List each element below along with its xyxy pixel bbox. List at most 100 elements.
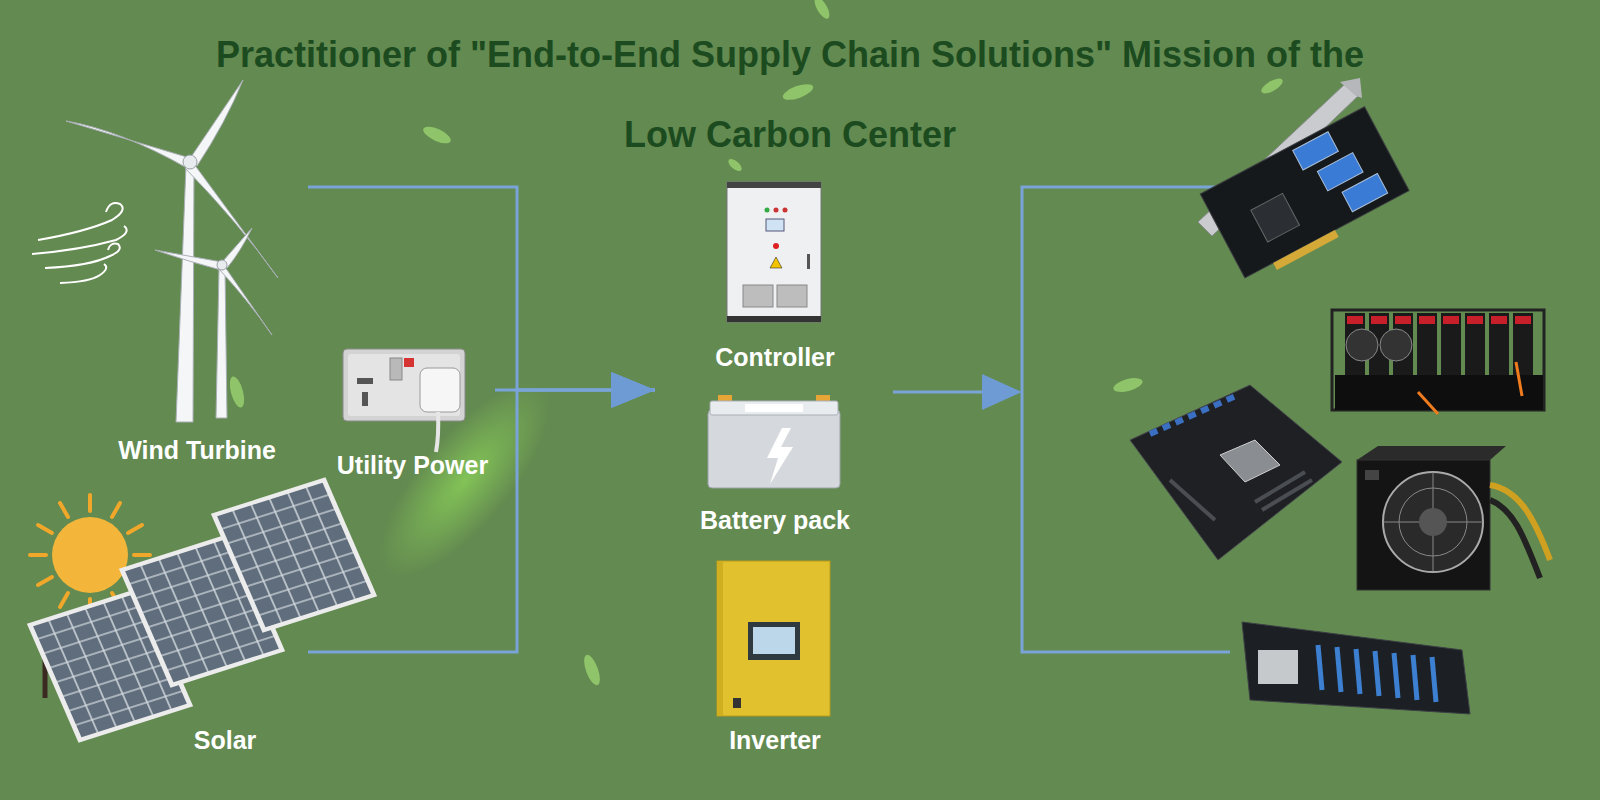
turbine-hub — [183, 155, 197, 169]
sun-ray — [60, 593, 68, 607]
component-node: Battery pack — [655, 385, 895, 535]
psu-cable — [1490, 485, 1550, 560]
turbine-blade — [218, 267, 272, 335]
turbine-hub — [217, 260, 227, 270]
sun-ray — [112, 503, 120, 517]
sun-ray — [88, 495, 92, 511]
pointer-arrow — [1418, 392, 1438, 414]
indicator-light — [765, 208, 770, 213]
psu-fan — [1383, 472, 1483, 572]
card-bracket-tab — [1340, 78, 1362, 98]
flow-line — [893, 391, 986, 394]
psu-top — [1357, 446, 1506, 460]
card-heatsink — [1251, 193, 1300, 242]
board-slot — [1375, 651, 1379, 696]
gpu-stripe — [1515, 316, 1531, 324]
cabinet-top — [727, 182, 821, 188]
wind-line — [45, 244, 120, 268]
sun-ray — [128, 525, 142, 533]
plug-cable — [436, 412, 438, 452]
card-contacts — [1273, 230, 1339, 270]
node-label: Battery pack — [700, 505, 850, 535]
flow-connector — [495, 389, 655, 392]
sun-ray — [30, 553, 46, 557]
wind-line — [32, 226, 127, 254]
gpu-card — [1417, 313, 1437, 375]
usb-ports — [1150, 395, 1238, 434]
gpu-fan — [1380, 329, 1412, 361]
controller-cabinet — [727, 182, 821, 322]
component-node: Controller — [655, 175, 895, 375]
gpu-stripe — [1443, 316, 1459, 324]
socket-face — [348, 354, 460, 416]
pcie-slot — [1170, 480, 1215, 520]
sun-ray — [60, 503, 68, 517]
cpu-socket — [1220, 440, 1280, 482]
board-slot — [1413, 655, 1417, 700]
flow-connector — [308, 390, 655, 652]
board-slot — [1432, 657, 1436, 702]
gpu-fan — [1346, 329, 1378, 361]
indicator-light — [774, 208, 779, 213]
cabinet-vent — [777, 285, 807, 307]
component-node: Inverter — [655, 550, 895, 755]
node-label: Inverter — [729, 725, 821, 755]
gpu-stripe — [1467, 316, 1483, 324]
board-slot — [1394, 653, 1398, 698]
leaf — [781, 81, 815, 103]
battery-handle — [745, 404, 803, 412]
battery-body — [708, 410, 840, 488]
component-node: Wind Turbine — [86, 75, 308, 470]
gpu-stripe — [1395, 316, 1411, 324]
warning-sign — [770, 257, 782, 268]
card-pcb — [1200, 107, 1409, 278]
pointer-arrow — [1516, 362, 1522, 396]
inverter-screen-frame — [748, 622, 800, 660]
solar-panel — [214, 480, 374, 630]
inverter-side — [717, 561, 723, 716]
board-slot — [1318, 645, 1322, 690]
turbine-tower — [176, 165, 194, 422]
sun — [52, 517, 128, 593]
turbine-blade — [66, 121, 190, 168]
arrow-head — [982, 374, 1022, 410]
gpu-stripe — [1491, 316, 1507, 324]
rig-frame — [1332, 310, 1544, 410]
gpu-stripe — [1419, 316, 1435, 324]
board-slots — [1318, 645, 1436, 702]
component-node: Utility Power — [330, 340, 495, 480]
leaf — [421, 123, 453, 147]
cabinet-vent — [743, 285, 773, 307]
sun-ray — [38, 525, 52, 533]
psu-switch — [1365, 470, 1379, 480]
diagram-title: Practitioner of "End-to-End Supply Chain… — [195, 15, 1385, 175]
flow-connector — [308, 187, 655, 390]
gpu-row — [1345, 313, 1533, 375]
cabinet-handle — [807, 254, 810, 269]
rig-base — [1335, 375, 1543, 410]
wind-line — [38, 203, 123, 240]
leaf — [1112, 375, 1144, 394]
cabinet-display — [766, 219, 784, 231]
board-heatsink — [1258, 650, 1298, 684]
lightning-symbol — [767, 428, 793, 484]
turbine-tower — [216, 268, 227, 418]
inverter-body — [717, 561, 830, 716]
socket-switch — [390, 358, 402, 380]
battery-lid — [710, 401, 838, 415]
psu-body — [1357, 460, 1490, 590]
mining-board — [1242, 622, 1470, 714]
socket-hole — [362, 392, 368, 406]
wind-line — [60, 264, 106, 283]
cabinet-button — [773, 243, 779, 249]
gpu-card — [1441, 313, 1461, 375]
leaf — [812, 0, 833, 21]
sun-ray — [38, 577, 52, 585]
psu-cable — [1490, 500, 1540, 578]
leaf — [227, 375, 247, 409]
component-node: Solar — [142, 490, 308, 760]
ram-slot — [1262, 480, 1312, 510]
